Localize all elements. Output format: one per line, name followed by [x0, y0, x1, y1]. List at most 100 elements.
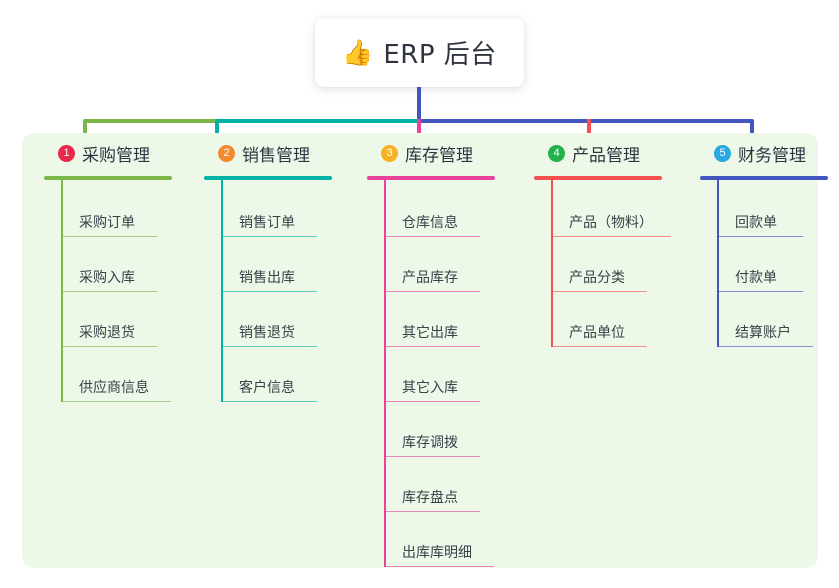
module-item[interactable]: 结算账户	[717, 292, 828, 347]
module-item-label: 其它出库	[402, 325, 458, 341]
module-column: 5 财务管理回款单付款单结算账户	[698, 133, 828, 347]
module-underline	[204, 176, 332, 180]
connector-bar-segment-blue	[417, 119, 754, 123]
module-item-underline	[221, 235, 317, 237]
module-title: 销售管理	[242, 145, 310, 166]
module-item-label: 采购入库	[79, 270, 135, 286]
module-item-label: 采购订单	[79, 215, 135, 231]
module-number-badge: 5	[714, 144, 731, 162]
module-item[interactable]: 库存调拨	[384, 402, 495, 457]
module-item[interactable]: 产品库存	[384, 237, 495, 292]
module-item-label: 仓库信息	[402, 215, 458, 231]
module-item-label: 产品库存	[402, 270, 458, 286]
module-item-label: 库存盘点	[402, 490, 458, 506]
module-item-underline	[384, 400, 480, 402]
module-item[interactable]: 其它入库	[384, 347, 495, 402]
module-item-label: 销售出库	[239, 270, 295, 286]
module-item-underline	[384, 510, 480, 512]
module-item-label: 采购退货	[79, 325, 135, 341]
module-item-label: 库存调拨	[402, 435, 458, 451]
module-item-underline	[61, 400, 171, 402]
module-title: 财务管理	[738, 145, 806, 166]
module-title: 库存管理	[405, 145, 473, 166]
module-item-underline	[551, 345, 647, 347]
module-item[interactable]: 销售退货	[221, 292, 332, 347]
module-item-underline	[221, 400, 317, 402]
module-spine	[717, 180, 719, 347]
module-item-label: 其它入库	[402, 380, 458, 396]
module-item-underline	[384, 345, 480, 347]
module-item[interactable]: 仓库信息	[384, 182, 495, 237]
module-item-label: 销售退货	[239, 325, 295, 341]
module-item-underline	[384, 235, 480, 237]
thumbs-up-icon: 👍	[342, 38, 374, 67]
module-item[interactable]: 客户信息	[221, 347, 332, 402]
module-item[interactable]: 其它出库	[384, 292, 495, 347]
module-item-label: 客户信息	[239, 380, 295, 396]
module-item-label: 出库库明细	[402, 545, 472, 561]
module-item[interactable]: 出库库明细	[384, 512, 495, 567]
module-number-badge: 1	[58, 144, 75, 162]
module-item-underline	[717, 290, 803, 292]
module-item[interactable]: 付款单	[717, 237, 828, 292]
module-item[interactable]: 产品（物料）	[551, 182, 671, 237]
module-item-label: 付款单	[735, 270, 777, 286]
module-title: 产品管理	[572, 145, 640, 166]
module-item-underline	[384, 455, 480, 457]
module-underline	[534, 176, 662, 180]
module-column: 2 销售管理销售订单销售出库销售退货客户信息	[202, 133, 332, 402]
module-number-badge: 2	[218, 144, 235, 162]
module-item[interactable]: 采购入库	[61, 237, 172, 292]
connector-drop-5	[750, 119, 754, 145]
module-header[interactable]: 4 产品管理	[532, 133, 662, 173]
module-item[interactable]: 销售出库	[221, 237, 332, 292]
module-item-underline	[61, 345, 157, 347]
module-number-badge: 4	[548, 144, 565, 162]
module-item-label: 回款单	[735, 215, 777, 231]
module-item-label: 产品（物料）	[569, 215, 653, 231]
connector-drop-1	[83, 119, 87, 145]
module-item-list: 销售订单销售出库销售退货客户信息	[221, 180, 332, 402]
connector-drop-3	[417, 119, 421, 145]
module-item[interactable]: 采购订单	[61, 182, 172, 237]
module-header[interactable]: 2 销售管理	[202, 133, 332, 173]
module-item-underline	[384, 565, 494, 567]
module-item[interactable]: 回款单	[717, 182, 828, 237]
module-item-underline	[61, 235, 157, 237]
module-underline	[367, 176, 495, 180]
module-item-underline	[551, 235, 671, 237]
module-item-label: 供应商信息	[79, 380, 149, 396]
root-node-card: 👍 ERP 后台	[315, 18, 524, 87]
module-item-list: 产品（物料） 产品分类产品单位	[551, 180, 671, 347]
connector-drop-2	[215, 119, 219, 145]
connector-bar-segment-green	[83, 119, 215, 123]
module-item-list: 仓库信息产品库存其它出库其它入库库存调拨库存盘点出库库明细	[384, 180, 495, 567]
module-item[interactable]: 库存盘点	[384, 457, 495, 512]
module-item-list: 回款单付款单结算账户	[717, 180, 828, 347]
module-item[interactable]: 供应商信息	[61, 347, 172, 402]
module-header[interactable]: 5 财务管理	[698, 133, 828, 173]
module-item[interactable]: 产品分类	[551, 237, 662, 292]
module-item-underline	[717, 235, 803, 237]
module-item[interactable]: 产品单位	[551, 292, 662, 347]
module-item[interactable]: 采购退货	[61, 292, 172, 347]
module-item-underline	[221, 290, 317, 292]
connector-stem	[417, 87, 421, 123]
module-item[interactable]: 销售订单	[221, 182, 332, 237]
module-underline	[44, 176, 172, 180]
module-item-label: 结算账户	[735, 325, 791, 341]
module-spine	[384, 180, 386, 567]
module-underline	[700, 176, 828, 180]
module-item-label: 销售订单	[239, 215, 295, 231]
module-spine	[551, 180, 553, 347]
module-column: 4 产品管理产品（物料） 产品分类产品单位	[532, 133, 671, 347]
connector-drop-4	[587, 119, 591, 145]
module-item-label: 产品单位	[569, 325, 625, 341]
module-item-label: 产品分类	[569, 270, 625, 286]
root-node-title: ERP 后台	[383, 40, 497, 70]
connector-bar-segment-teal	[215, 119, 417, 123]
